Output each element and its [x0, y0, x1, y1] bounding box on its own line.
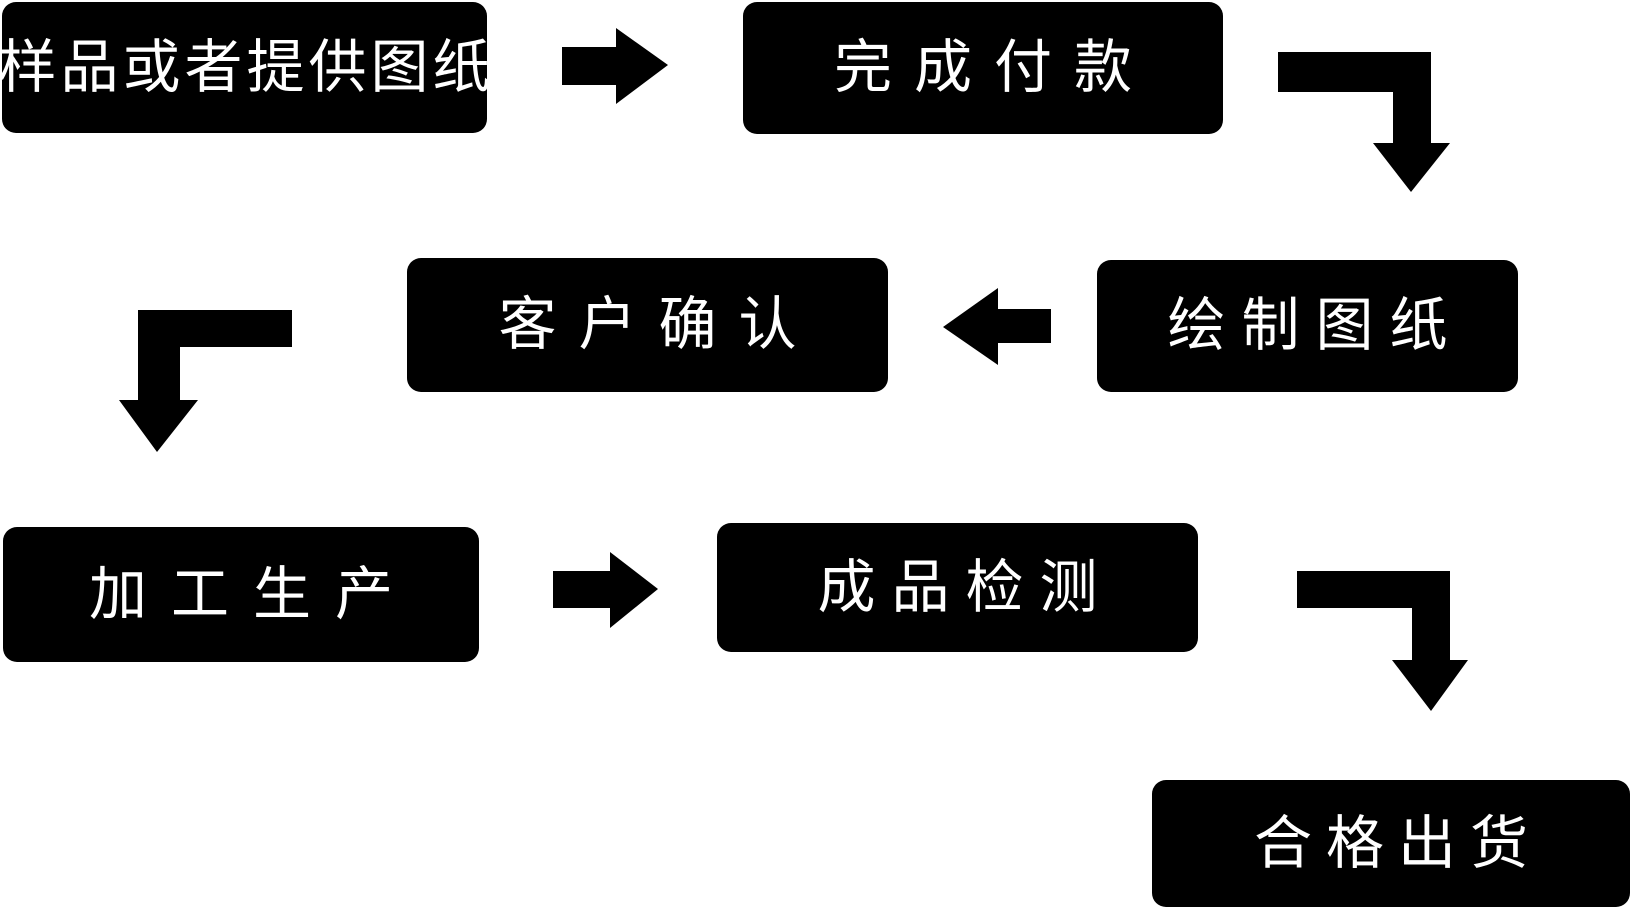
arrow-elbow-right-down-icon [1297, 571, 1468, 711]
flow-node-drawing: 绘制图纸 [1097, 260, 1518, 392]
flow-node-confirm: 客户确认 [407, 258, 888, 392]
flow-node-inspection: 成品检测 [717, 523, 1198, 652]
arrow-right-icon [562, 28, 668, 104]
arrow-right-icon [553, 552, 658, 628]
flow-node-sample: 样品或者提供图纸 [0, 2, 491, 133]
arrow-elbow-right-down-icon [1278, 52, 1450, 192]
arrow-elbow-left-down-icon [119, 310, 292, 452]
flow-node-shipment: 合格出货 [1152, 780, 1630, 907]
flow-node-production: 加工生产 [3, 527, 479, 662]
flow-node-payment: 完成付款 [743, 2, 1223, 134]
arrow-left-icon [943, 288, 1051, 365]
